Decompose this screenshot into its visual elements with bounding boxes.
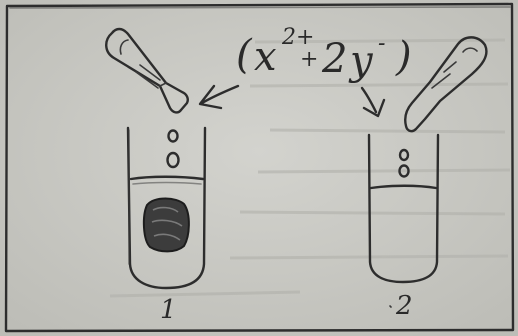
formula-y-symbol: y	[348, 38, 374, 84]
formula: ( x 2+ + 2 y - )	[236, 25, 412, 84]
dropper-left	[105, 27, 189, 114]
formula-open-paren: (	[236, 32, 253, 78]
test-tube-2	[367, 133, 440, 284]
test-tube-1	[126, 126, 207, 290]
formula-coefficient: 2	[321, 36, 347, 82]
drops-left	[166, 129, 180, 169]
formula-x-symbol: x	[254, 34, 277, 80]
tube-2-label: 2	[395, 291, 413, 321]
formula-plus: +	[300, 47, 318, 72]
dropper-right	[404, 36, 488, 133]
arrow-left	[198, 84, 240, 110]
arrow-right	[360, 86, 386, 118]
solid-sample	[142, 197, 190, 253]
formula-close-paren: )	[395, 34, 412, 80]
tube-1-label: 1	[160, 295, 177, 325]
sketch-frame	[4, 2, 515, 333]
formula-x-charge: 2+	[281, 25, 314, 50]
drops-right	[398, 148, 410, 178]
tube-2-label-dot	[389, 305, 392, 308]
formula-y-charge: -	[378, 31, 385, 56]
